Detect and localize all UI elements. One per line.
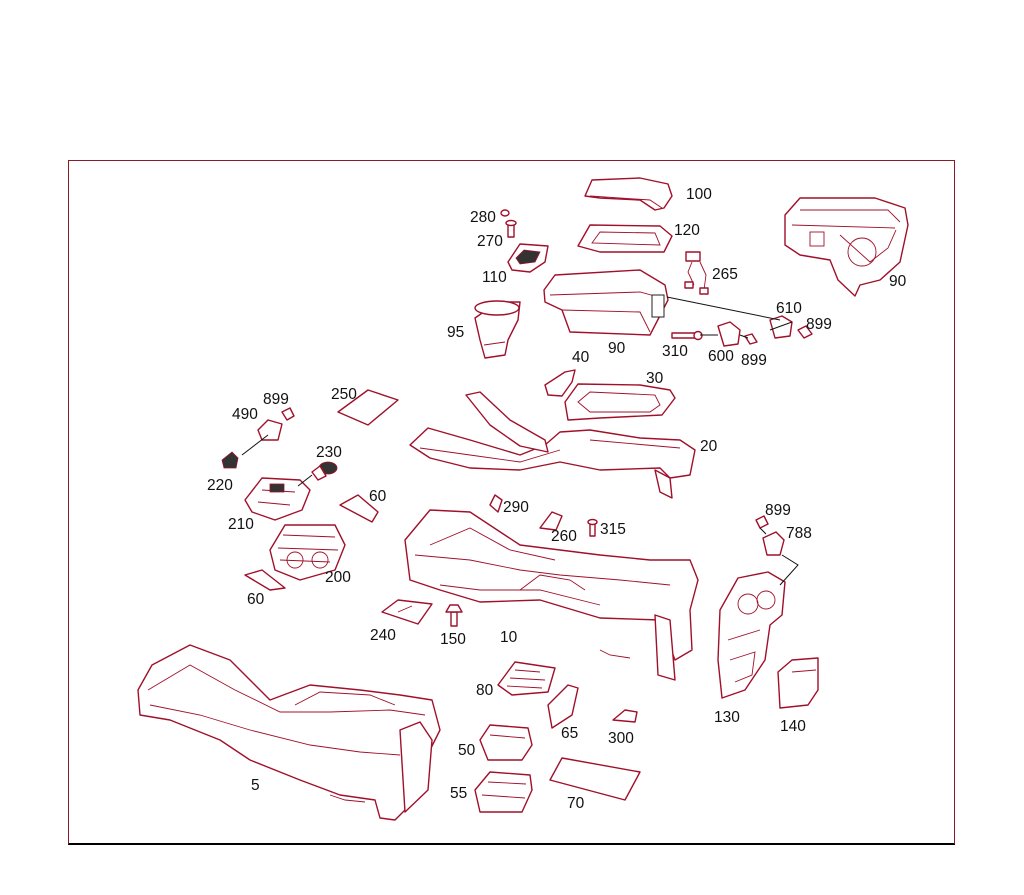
label-30: 30 (646, 370, 664, 387)
part-270-screw (505, 219, 517, 238)
part-310-pin (671, 330, 703, 341)
part-90-rear-housing (784, 197, 909, 297)
part-899-screw-b (744, 333, 758, 345)
label-60-b: 60 (247, 591, 265, 608)
part-140-box (777, 657, 819, 709)
label-788: 788 (786, 525, 812, 542)
label-130: 130 (714, 709, 740, 726)
part-130-rear-panel (717, 571, 786, 699)
label-899-b: 899 (741, 352, 767, 369)
diagram-frame (68, 160, 955, 845)
label-300: 300 (608, 730, 634, 747)
label-200: 200 (325, 569, 351, 586)
part-899-screw-d (755, 515, 769, 529)
label-110: 110 (482, 269, 507, 286)
part-55-tray (474, 771, 533, 813)
label-250: 250 (331, 386, 357, 403)
part-20-center-trim (409, 391, 696, 499)
part-280-clip (500, 209, 510, 217)
label-600: 600 (708, 348, 734, 365)
label-270: 270 (477, 233, 503, 250)
leader-lines (241, 296, 799, 586)
part-65-cover (547, 684, 579, 729)
label-60-a: 60 (369, 488, 387, 505)
part-265-cable (684, 251, 709, 295)
label-140: 140 (780, 718, 806, 735)
label-899-d: 899 (765, 502, 791, 519)
part-90-armrest (543, 269, 669, 336)
part-60-cover-b (244, 569, 286, 591)
part-70-mat (549, 757, 641, 801)
part-60-cover-a (339, 494, 379, 523)
label-210: 210 (228, 516, 254, 533)
part-300-cap (612, 709, 638, 723)
label-260: 260 (551, 528, 577, 545)
part-80-tray-insert (497, 661, 556, 696)
part-260-bracket (539, 511, 563, 531)
label-899-a: 899 (806, 316, 832, 333)
part-110-hinge (507, 243, 549, 273)
part-315-screw (587, 518, 598, 537)
label-220: 220 (207, 477, 233, 494)
part-899-screw-c (281, 407, 295, 421)
part-600-block (717, 321, 741, 347)
label-65: 65 (561, 725, 578, 742)
part-120-armrest-frame (577, 224, 673, 253)
part-200-control-unit (269, 524, 346, 581)
part-95-cup-holder (474, 300, 521, 359)
part-10-console-frame (404, 509, 699, 681)
part-240-pad (381, 599, 433, 625)
label-899-c: 899 (263, 391, 289, 408)
part-899-screw-a (797, 325, 813, 339)
label-10: 10 (500, 629, 518, 646)
part-220-switch (221, 451, 239, 469)
label-100: 100 (686, 186, 712, 203)
part-5-lower-console (137, 644, 441, 821)
label-50: 50 (458, 742, 476, 759)
label-150: 150 (440, 631, 466, 648)
label-5: 5 (251, 777, 260, 794)
label-55: 55 (450, 785, 467, 802)
label-310: 310 (662, 343, 688, 360)
label-230: 230 (316, 444, 342, 461)
label-90-rear: 90 (889, 273, 907, 290)
label-80: 80 (476, 682, 494, 699)
part-610-block (769, 315, 793, 339)
label-90: 90 (608, 340, 626, 357)
label-610: 610 (776, 300, 802, 317)
label-40: 40 (572, 349, 590, 366)
label-315: 315 (600, 521, 626, 538)
part-150-clip (445, 604, 463, 627)
part-230-socket (311, 461, 338, 481)
part-490-block (257, 419, 283, 441)
part-30-trim-frame (564, 383, 676, 421)
label-240: 240 (370, 627, 396, 644)
part-250-pad (337, 389, 399, 426)
label-95: 95 (447, 324, 464, 341)
part-788-block (762, 531, 785, 556)
part-40-bracket (544, 369, 576, 397)
part-50-storage-bin (479, 724, 533, 761)
label-290: 290 (503, 499, 529, 516)
part-290-clip (489, 494, 503, 513)
label-70: 70 (567, 795, 585, 812)
part-210-module (244, 477, 311, 521)
label-280: 280 (470, 209, 496, 226)
label-265: 265 (712, 266, 738, 283)
label-120: 120 (674, 222, 700, 239)
part-labels: 100 120 280 270 110 265 90 95 90 610 899… (207, 186, 907, 812)
part-100-armrest-cover (584, 177, 673, 211)
label-490: 490 (232, 406, 258, 423)
label-20: 20 (700, 438, 718, 455)
